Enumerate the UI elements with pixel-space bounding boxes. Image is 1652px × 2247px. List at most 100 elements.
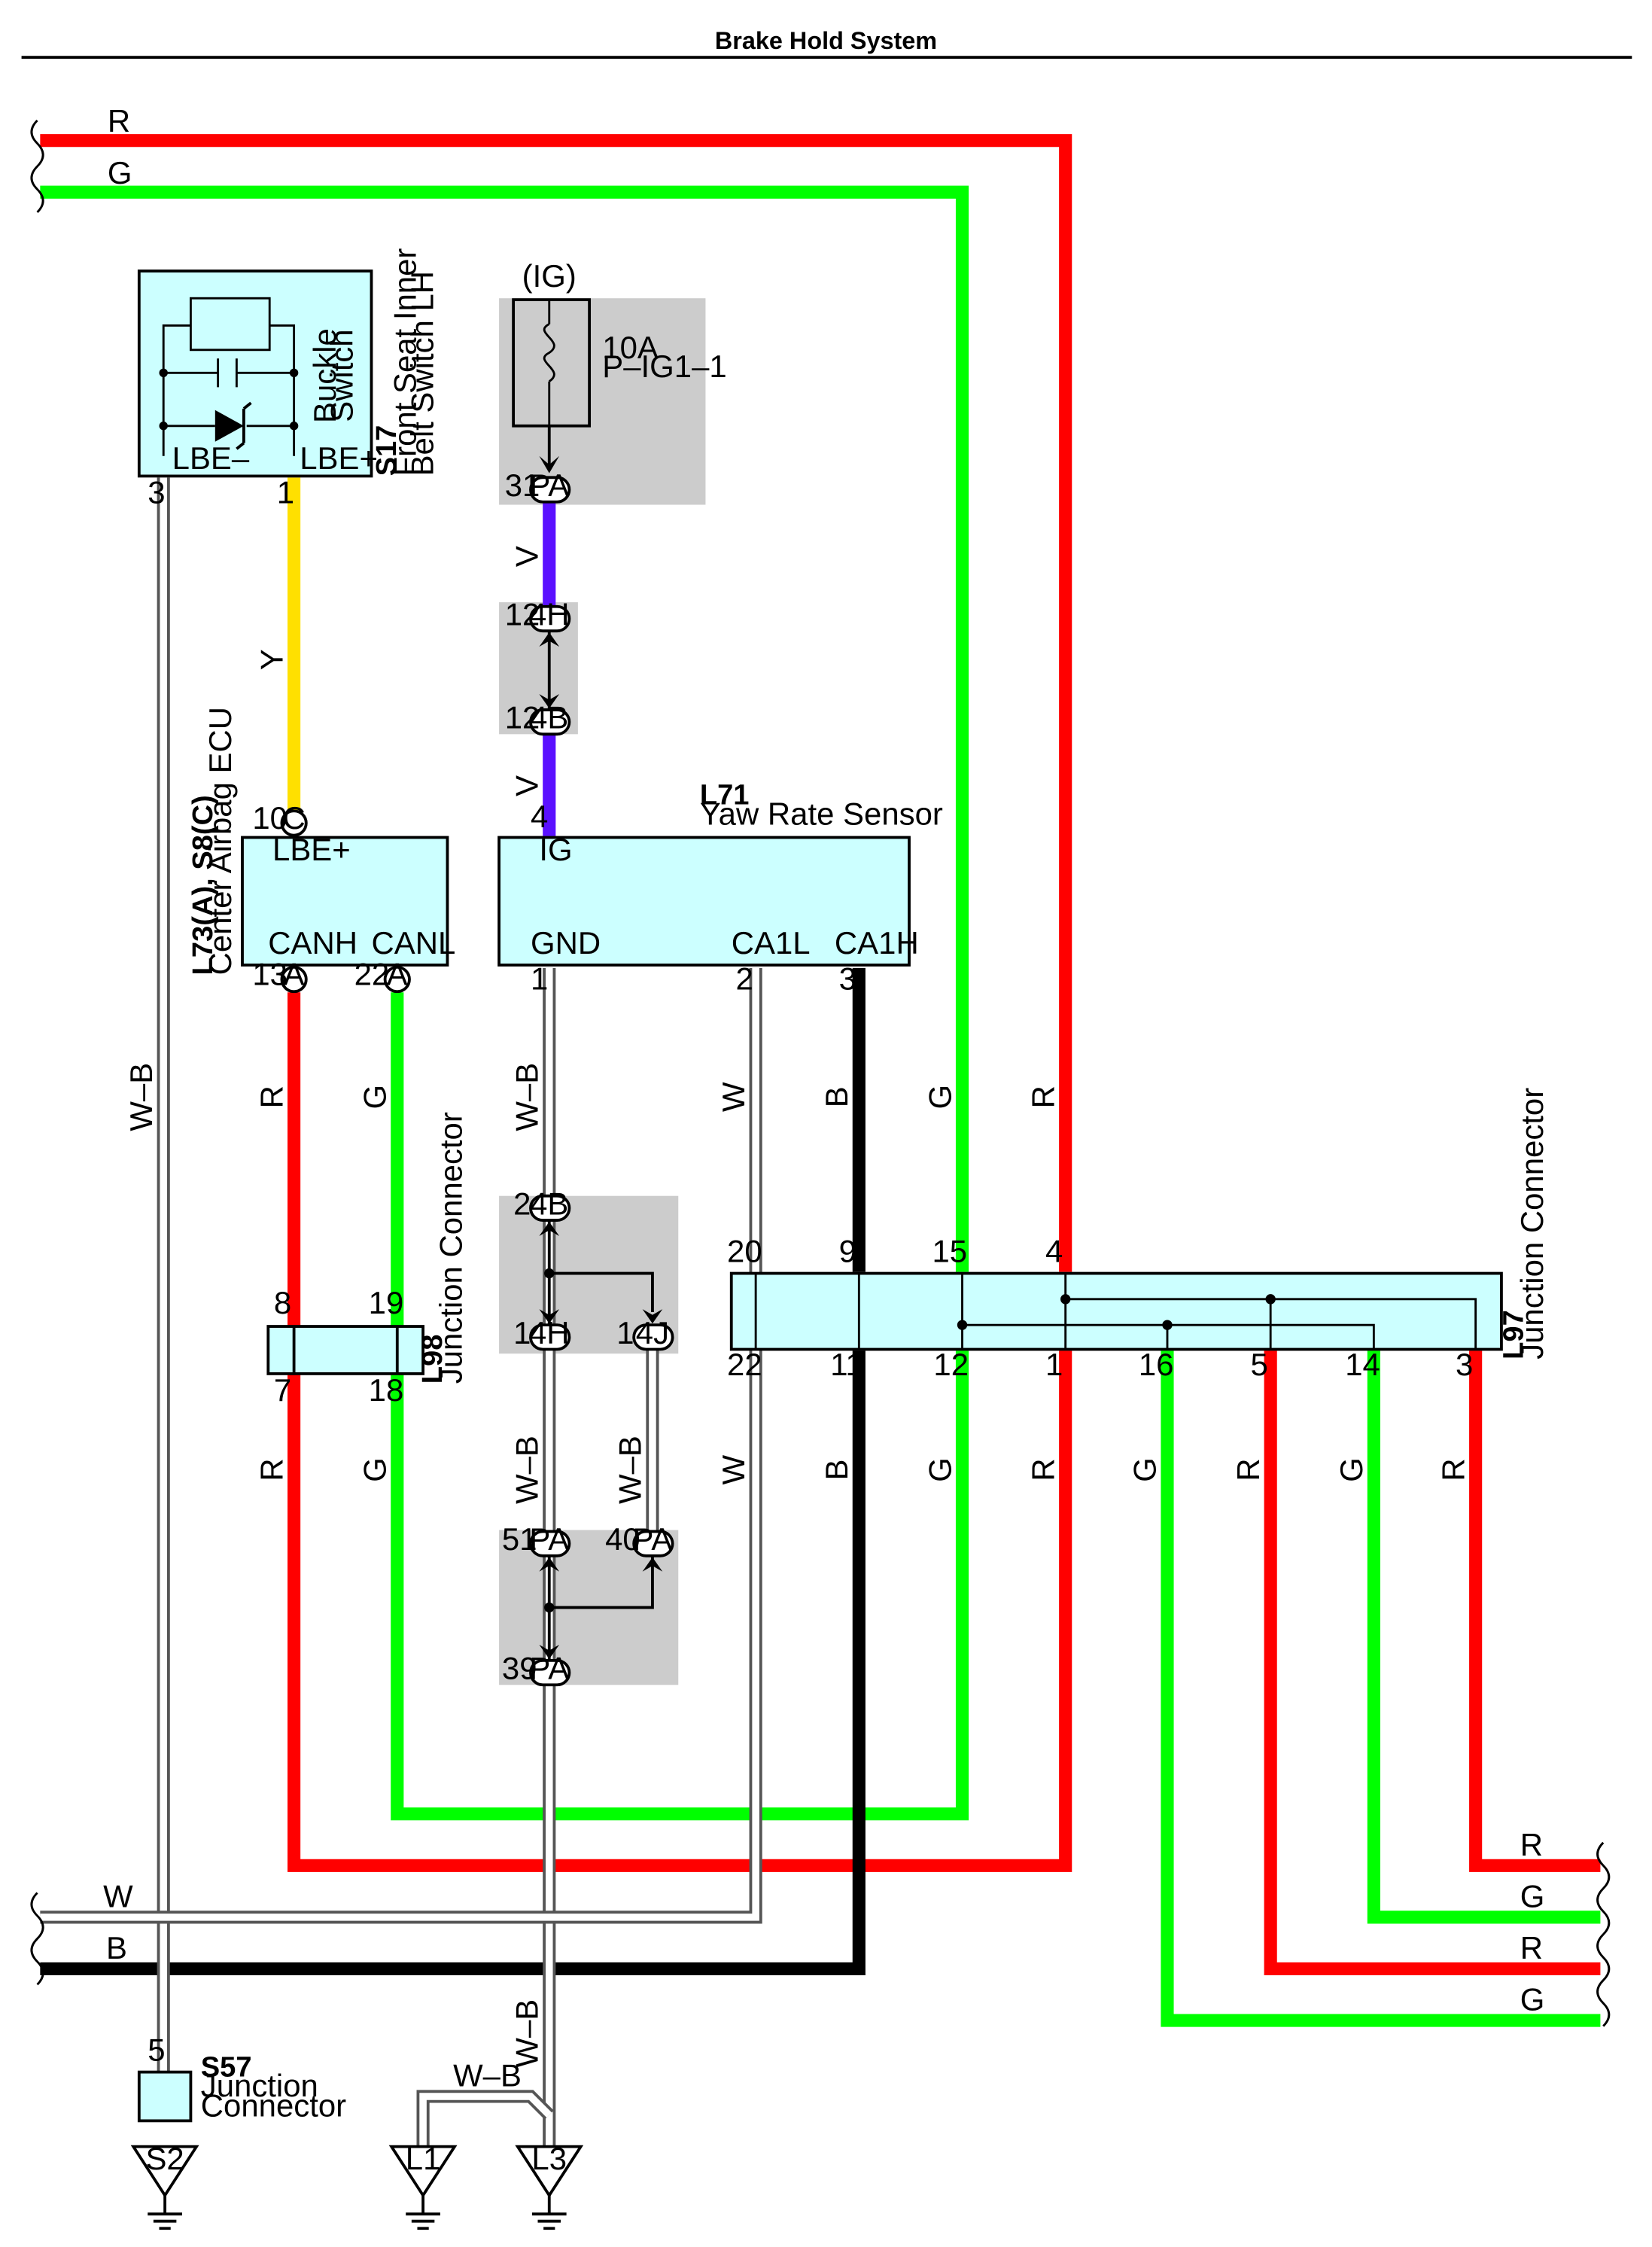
svg-text:CANH: CANH: [268, 925, 357, 961]
svg-text:PA: PA: [633, 1521, 673, 1557]
svg-text:40: 40: [605, 1521, 640, 1557]
svg-text:V: V: [510, 775, 545, 796]
svg-text:G: G: [1127, 1457, 1163, 1482]
svg-text:G: G: [357, 1085, 393, 1110]
svg-text:L97: L97: [1498, 1310, 1530, 1359]
svg-text:Connector: Connector: [201, 2088, 346, 2124]
ground-l3: L3: [515, 2141, 584, 2230]
l71-yaw-rate-sensor: L71 Yaw Rate Sensor IG GND CA1L CA1H 4 1…: [497, 780, 943, 996]
svg-text:Center Airbag ECU: Center Airbag ECU: [202, 707, 238, 975]
svg-text:Buckle: Buckle: [307, 328, 342, 423]
svg-text:LBE–: LBE–: [172, 440, 250, 476]
svg-text:IG: IG: [539, 832, 572, 867]
svg-text:W–B: W–B: [123, 1063, 159, 1131]
svg-text:9: 9: [839, 1233, 856, 1268]
svg-text:C: C: [282, 800, 305, 836]
svg-text:W: W: [716, 1454, 751, 1484]
svg-text:B: B: [106, 1930, 127, 1965]
fuse-block-bg: [499, 298, 706, 505]
svg-text:3: 3: [839, 961, 856, 996]
wire-canl-g: [391, 992, 969, 1821]
svg-text:Junction Connector: Junction Connector: [1514, 1088, 1550, 1359]
svg-text:4H: 4H: [529, 597, 570, 632]
conn-4b-2: 4B 2: [513, 1186, 663, 1326]
svg-text:Switch: Switch: [324, 329, 360, 422]
svg-text:LBE+: LBE+: [272, 832, 351, 867]
svg-text:W: W: [103, 1879, 133, 1914]
svg-text:10A: 10A: [602, 330, 659, 365]
svg-text:PA: PA: [529, 467, 569, 503]
svg-text:S57: S57: [201, 2051, 252, 2083]
svg-text:W: W: [716, 1082, 751, 1112]
svg-text:L1: L1: [406, 2141, 441, 2176]
svg-text:G: G: [1520, 1982, 1545, 2017]
svg-text:LBE+: LBE+: [300, 440, 378, 476]
svg-text:Yaw Rate Sensor: Yaw Rate Sensor: [700, 796, 943, 831]
svg-text:7: 7: [274, 1372, 291, 1408]
svg-text:S2: S2: [145, 2141, 184, 2176]
svg-text:12: 12: [933, 1347, 969, 1382]
svg-text:12: 12: [505, 700, 540, 735]
s17-belt-switch: Buckle Switch LBE– LBE+ 3 1 S17 Front Se…: [137, 248, 440, 510]
svg-text:12: 12: [505, 597, 540, 632]
conn-a-22: A 22: [354, 957, 411, 994]
conn-4h-12: 4H 12: [505, 597, 571, 710]
wire-out-16-g: [1161, 1350, 1601, 2027]
svg-text:G: G: [1334, 1457, 1369, 1482]
svg-text:V: V: [510, 546, 545, 567]
svg-text:4H: 4H: [529, 1315, 570, 1350]
svg-text:G: G: [1520, 1879, 1545, 1914]
svg-text:Front Seat Inner: Front Seat Inner: [388, 248, 423, 476]
wire-g-top: [40, 185, 969, 1272]
svg-text:2: 2: [735, 961, 753, 996]
svg-text:R: R: [1025, 1085, 1060, 1108]
svg-text:14: 14: [1345, 1347, 1380, 1382]
svg-text:Junction: Junction: [201, 2068, 318, 2103]
svg-text:A: A: [284, 957, 305, 992]
l98-junction-connector: 8 19 7 18 L98 Junction Connector: [266, 1112, 469, 1408]
svg-text:22: 22: [354, 957, 390, 992]
svg-text:PA: PA: [529, 1651, 569, 1686]
svg-text:4B: 4B: [530, 1186, 568, 1221]
svg-text:1: 1: [513, 1315, 531, 1350]
svg-text:R: R: [1231, 1458, 1266, 1481]
svg-text:G: G: [108, 155, 132, 190]
svg-text:10: 10: [252, 800, 288, 836]
svg-text:1: 1: [277, 475, 294, 510]
svg-text:1: 1: [531, 961, 548, 996]
conn-4b-12: 4B 12: [505, 700, 571, 736]
svg-text:R: R: [1435, 1458, 1471, 1481]
svg-text:A: A: [387, 957, 408, 992]
svg-text:4: 4: [1045, 1233, 1063, 1268]
svg-text:5: 5: [1250, 1347, 1267, 1382]
conn-pa-39: PA 39: [502, 1651, 571, 1687]
svg-text:R: R: [1520, 1827, 1543, 1862]
wire-out-3-r: [1469, 1350, 1601, 1872]
svg-text:Belt Switch LH: Belt Switch LH: [404, 271, 440, 476]
svg-text:S17: S17: [371, 425, 403, 476]
svg-text:PA: PA: [529, 1521, 569, 1557]
svg-text:16: 16: [1139, 1347, 1174, 1382]
conn-pa-31: PA 31: [505, 467, 571, 504]
wire-ca1h-b: [40, 967, 866, 1976]
svg-text:CANL: CANL: [371, 925, 455, 961]
conn-4h-1: 4H 1: [513, 1315, 571, 1351]
inline-connectors: PA 31 4H 12 4B 12 C 10 A 13: [252, 467, 674, 1687]
svg-text:G: G: [922, 1457, 957, 1482]
svg-text:8: 8: [274, 1285, 291, 1320]
page-title: Brake Hold System: [715, 27, 937, 54]
conn-pa-40: PA 40: [539, 1521, 674, 1661]
svg-text:W–B: W–B: [510, 1063, 545, 1131]
conn-a-13: A 13: [252, 957, 308, 994]
svg-text:L3: L3: [531, 2141, 567, 2176]
svg-text:R: R: [254, 1085, 289, 1108]
svg-text:R: R: [254, 1458, 289, 1481]
svg-text:15: 15: [932, 1233, 967, 1268]
grounds: S2 L1 L3: [130, 2141, 584, 2230]
svg-text:5: 5: [148, 2032, 165, 2067]
svg-text:R: R: [1025, 1458, 1060, 1481]
wire-labels: R G W B R G R G W–B Y V V W–B R G W–B W …: [103, 103, 1544, 2093]
conn-4j-1: 4J 1: [616, 1315, 674, 1351]
svg-text:18: 18: [369, 1372, 404, 1408]
svg-text:W–B: W–B: [613, 1436, 648, 1504]
